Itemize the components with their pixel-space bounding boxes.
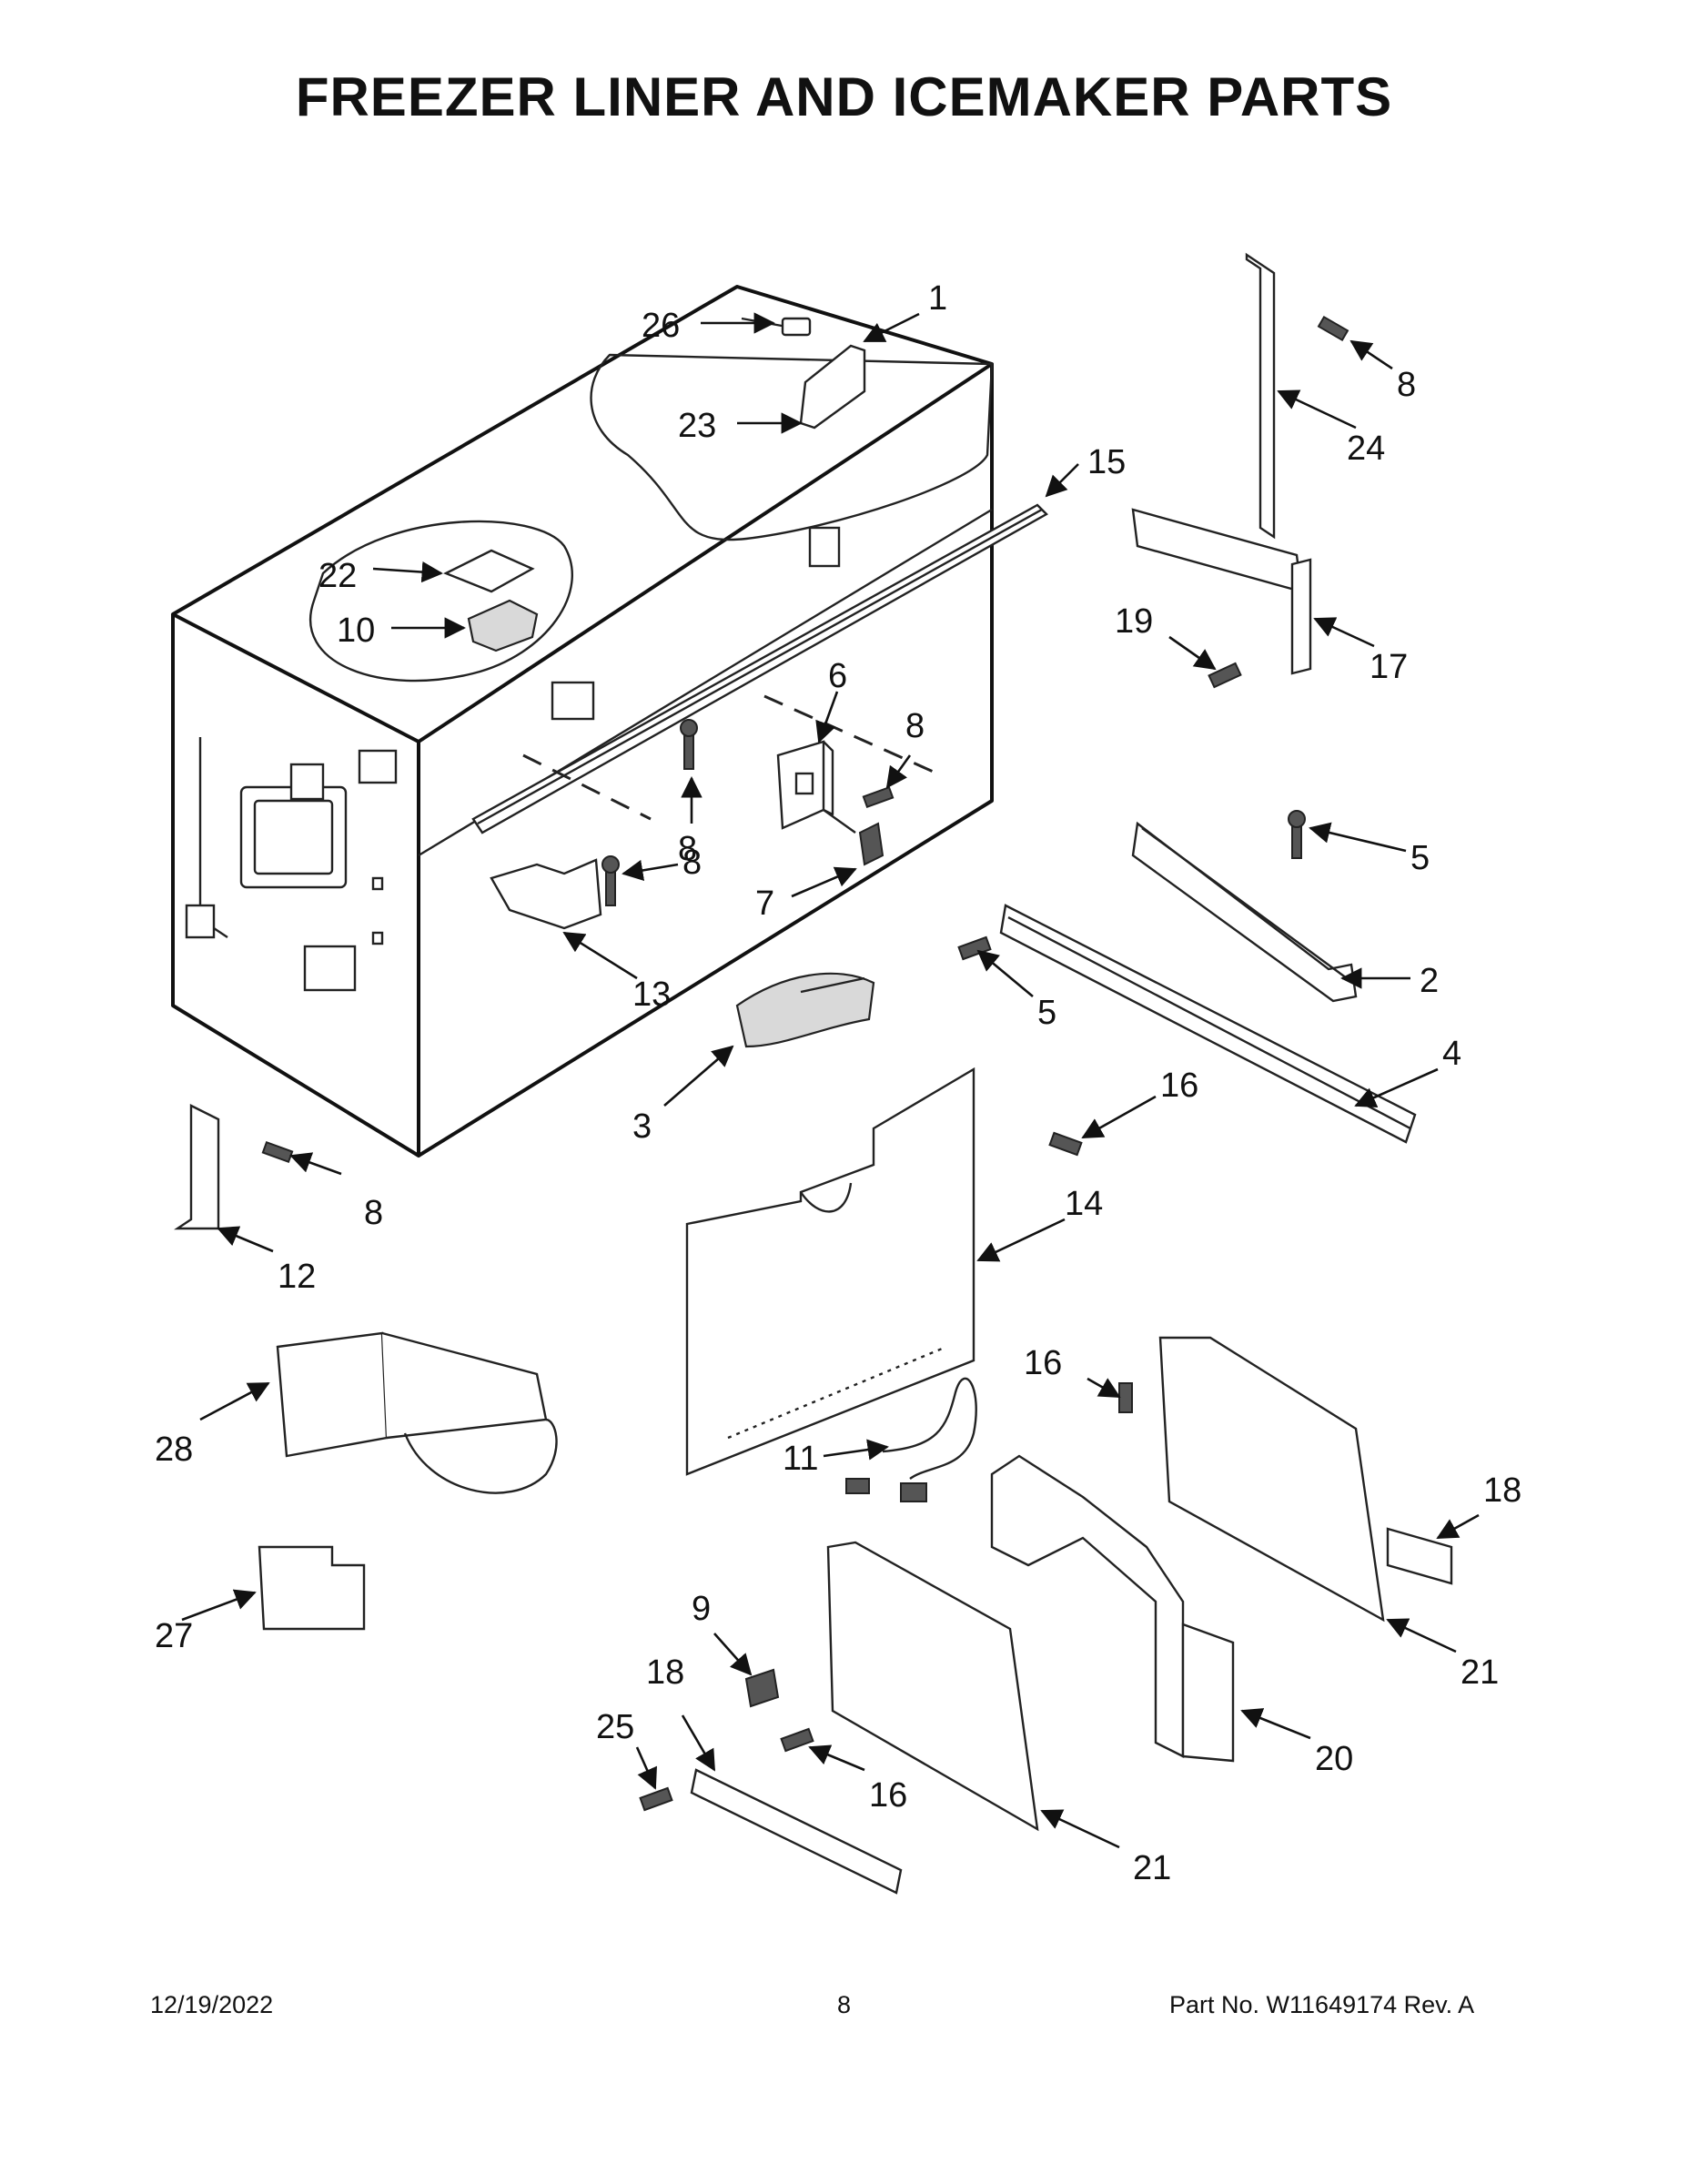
harness-11 [845,1377,977,1502]
callout-13: 13 [632,976,671,1014]
screw-5 [1288,810,1306,859]
callout-27: 27 [155,1617,193,1655]
callout-25: 25 [596,1708,634,1746]
callout-16-middle: 16 [1024,1344,1062,1382]
callout-28: 28 [155,1431,193,1469]
callout-labels: 1 26 23 15 22 10 8 24 19 17 6 8 8 8 7 13… [155,279,1521,1887]
screw-8 [1317,315,1349,342]
switch-9 [744,1668,780,1708]
screw-19 [1208,662,1242,689]
panel-14 [685,1067,975,1476]
icemaker-28 [276,1331,558,1494]
callout-2: 2 [1420,962,1439,1000]
slide-4 [999,904,1417,1144]
switch-7 [823,809,884,866]
screw-8 [601,855,620,906]
callout-8-rail: 8 [682,844,702,882]
heat-shield-27 [258,1545,366,1631]
footer-part-number: Part No. W11649174 Rev. A [1169,1991,1475,2018]
thermistor-26 [741,317,812,337]
callout-21-lower: 21 [1133,1849,1171,1887]
switch-housing-6 [776,740,834,830]
callout-9: 9 [692,1590,711,1628]
panel-21-lower [826,1541,1039,1832]
callout-8-top-right: 8 [1397,366,1416,404]
callout-6: 6 [828,657,847,695]
freezer-liner [171,285,994,1158]
callout-19: 19 [1115,602,1153,641]
callout-4: 4 [1442,1035,1461,1073]
callout-16-lower: 16 [869,1776,907,1815]
callout-10: 10 [337,612,375,650]
callout-18-lower: 18 [646,1653,684,1692]
callout-26: 26 [642,307,680,345]
callout-17: 17 [1370,648,1408,686]
screw-16 [780,1727,814,1753]
pad-22 [443,549,535,593]
screw-16 [1048,1131,1083,1157]
callout-14: 14 [1065,1185,1103,1223]
page-title: FREEZER LINER AND ICEMAKER PARTS [295,66,1393,127]
rail-18-right [1386,1527,1453,1585]
housing-20 [990,1454,1235,1763]
callout-22: 22 [318,557,357,595]
footer-page-number: 8 [837,1991,852,2018]
rail-15 [471,503,1048,834]
callout-3: 3 [632,1107,652,1146]
screw-5 [957,935,992,961]
callout-21-upper: 21 [1461,1653,1499,1692]
callout-5-bottom: 5 [1037,994,1056,1032]
callout-24: 24 [1347,430,1385,468]
cover-3 [735,972,875,1048]
callout-16-upper: 16 [1160,1067,1198,1105]
bracket-2 [1131,821,1358,1003]
panel-21-upper [1158,1336,1385,1623]
callout-12: 12 [278,1258,316,1296]
dash-line [522,753,652,821]
callout-7: 7 [755,885,774,923]
screw-8 [680,719,698,770]
bracket-23 [799,344,866,430]
callout-8-left: 8 [364,1194,383,1232]
bracket-24 [1245,252,1276,540]
callout-8-center: 8 [678,830,697,868]
screw-8 [261,1140,294,1164]
sensor-10 [467,599,539,652]
footer-date: 12/19/2022 [150,1991,274,2018]
bracket-17 [1131,508,1312,675]
callout-1: 1 [928,279,947,318]
callout-23: 23 [678,407,716,445]
callout-15: 15 [1087,443,1126,481]
screw-25 [639,1786,673,1812]
bracket-12 [174,1104,220,1230]
callout-8-switch: 8 [905,707,925,745]
callout-11: 11 [783,1440,818,1478]
screw-16 [1118,1382,1133,1413]
callout-5-top: 5 [1410,839,1430,877]
leader-lines [181,312,1480,1849]
callout-20: 20 [1315,1740,1353,1778]
bracket-13 [490,858,602,930]
rail-18-lower [690,1768,903,1895]
callout-18-right: 18 [1483,1471,1521,1510]
screw-8 [862,785,895,809]
